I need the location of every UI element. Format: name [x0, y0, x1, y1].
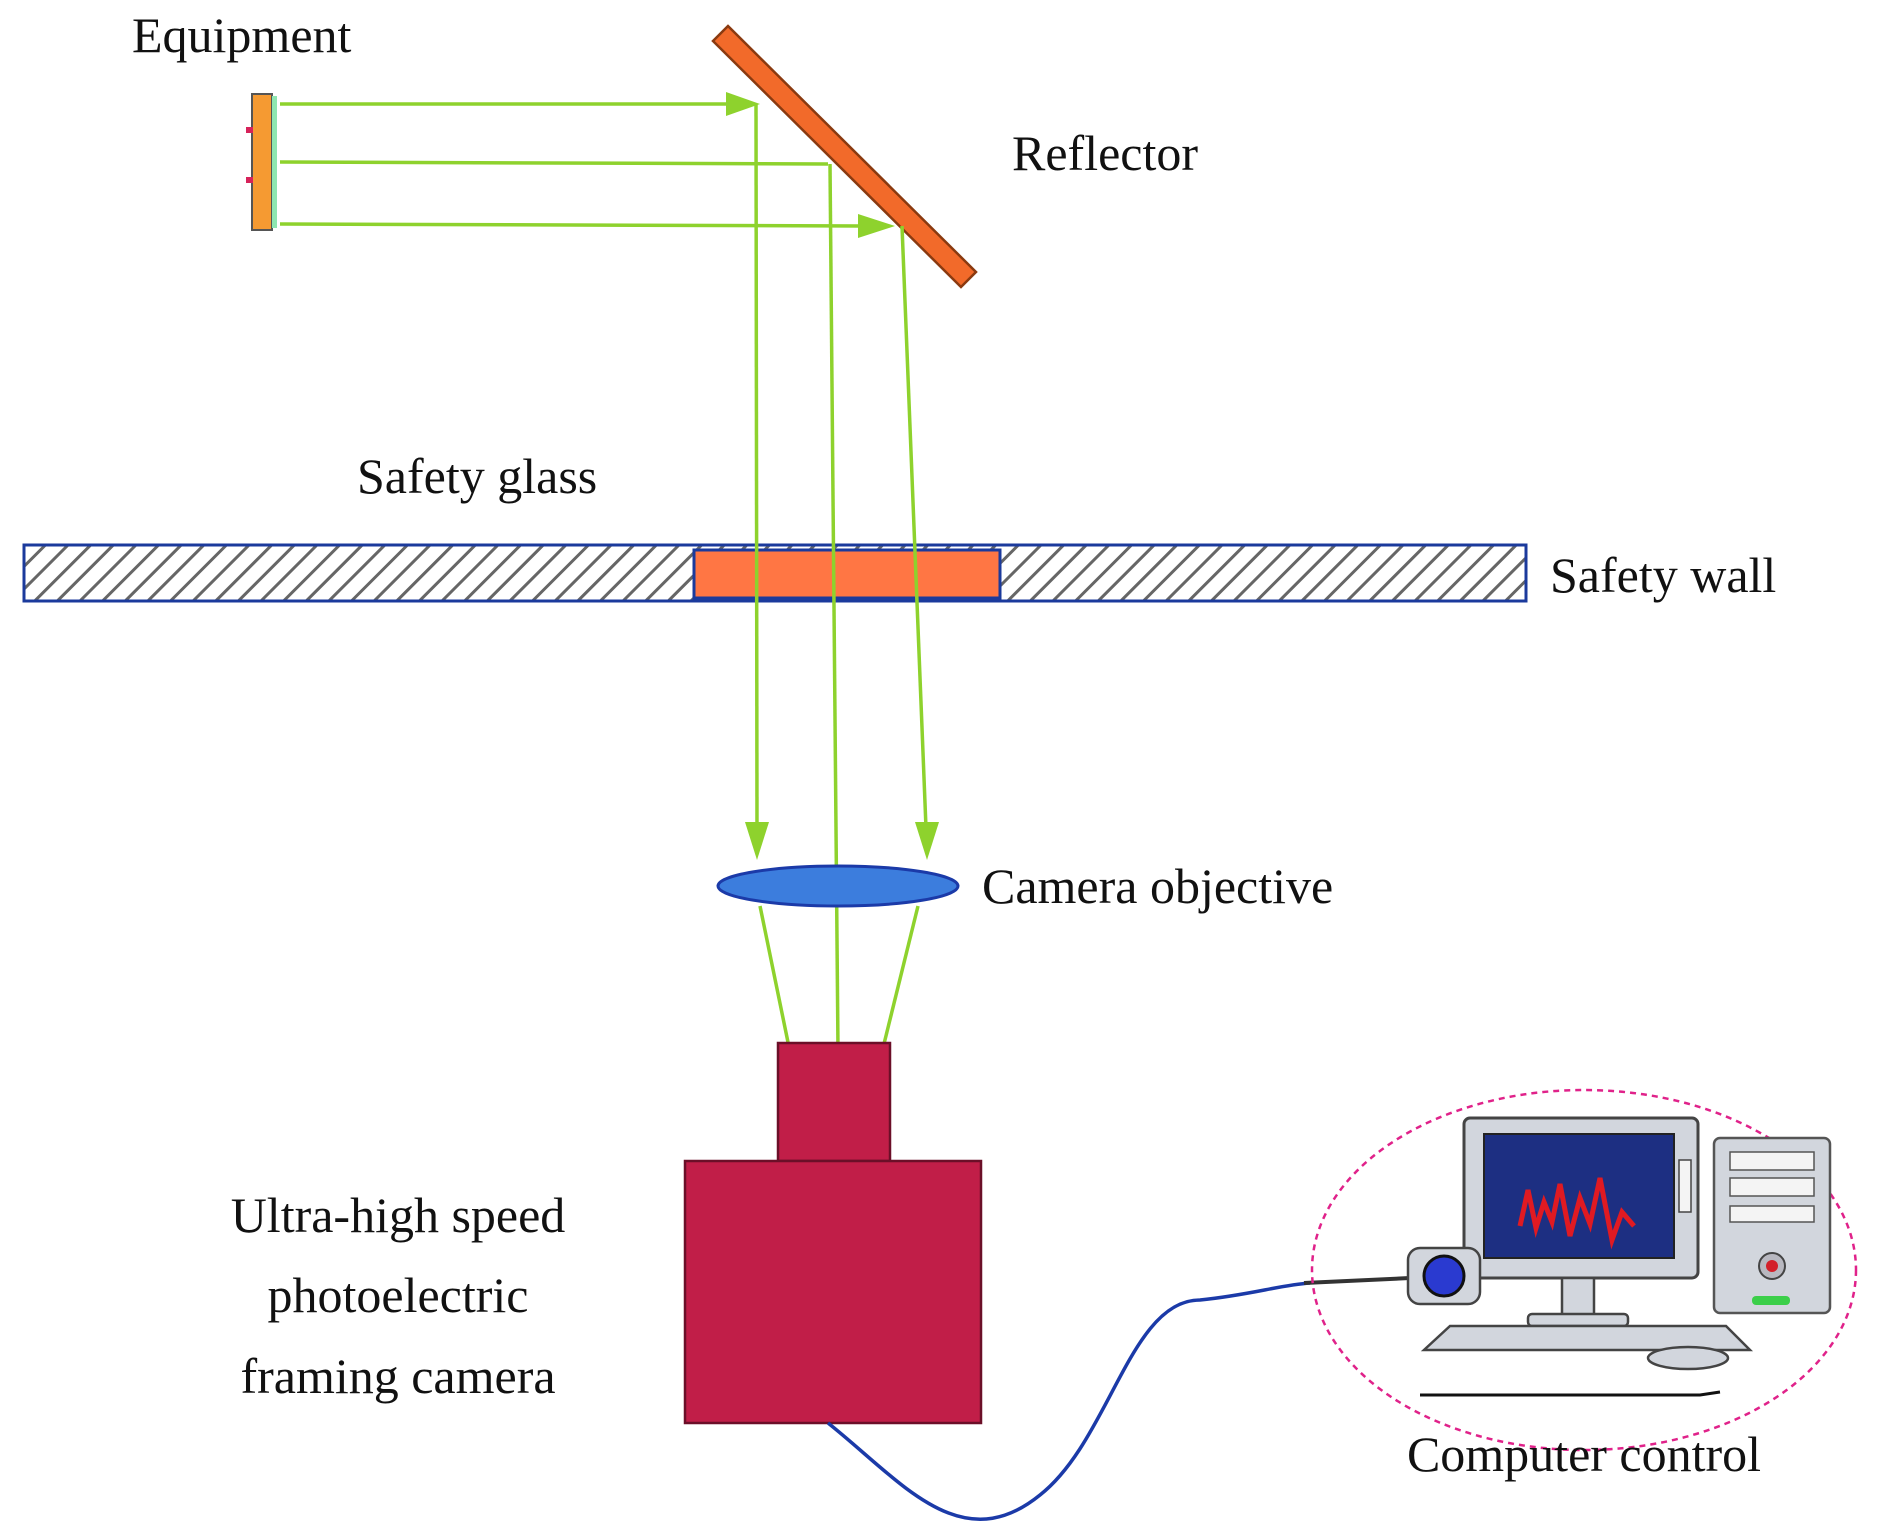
camera-label-line1: Ultra-high speed — [231, 1187, 566, 1243]
camera-head — [776, 1041, 892, 1163]
arrowhead-left-lens — [745, 822, 769, 860]
beam-left-vertical — [754, 103, 759, 829]
equipment-window — [272, 96, 277, 228]
camera-body — [683, 1159, 983, 1425]
screen-waveform — [1517, 1177, 1636, 1250]
framing-camera — [683, 1041, 983, 1425]
safety-glass-label: Safety glass — [357, 448, 597, 504]
tower-power-light — [1766, 1260, 1778, 1272]
reflector-label: Reflector — [1012, 125, 1198, 181]
camera-objective-lens — [716, 864, 960, 908]
equipment-marker-top — [246, 127, 253, 133]
arrowhead-bottom — [858, 214, 895, 238]
computer-boundary — [1310, 1088, 1858, 1452]
cable-connector — [1303, 1276, 1411, 1285]
equipment-marker-bottom — [246, 177, 253, 183]
webcam-lens — [1422, 1254, 1466, 1298]
tower-status-light — [1752, 1296, 1790, 1305]
beam-right-converging — [880, 905, 920, 1053]
camera-objective-label: Camera objective — [982, 858, 1333, 914]
tower-drive-3 — [1729, 1205, 1815, 1223]
beam-center-vertical — [828, 163, 840, 1051]
monitor-neck — [1560, 1276, 1596, 1318]
tower-drive-2 — [1729, 1177, 1815, 1197]
camera-label-line3: framing camera — [240, 1348, 555, 1404]
lens-arrowheads — [745, 822, 939, 860]
beam-middle-horizontal — [279, 160, 829, 166]
equipment-label: Equipment — [132, 7, 352, 63]
keyboard — [1420, 1324, 1754, 1352]
beam-bottom-horizontal — [279, 222, 863, 228]
incident-beams — [279, 102, 863, 228]
arrowhead-top — [726, 92, 760, 116]
monitor-base — [1526, 1312, 1630, 1328]
safety-wall-label: Safety wall — [1550, 547, 1776, 603]
control-cable — [826, 1281, 1311, 1521]
camera-label-line2: photoelectric — [268, 1267, 529, 1323]
computer-control-label: Computer control — [1407, 1426, 1761, 1482]
arrowhead-right-lens — [915, 822, 939, 860]
tower-drive-1 — [1729, 1151, 1815, 1171]
equipment — [246, 93, 277, 231]
beam-left-converging — [758, 905, 792, 1053]
computer-boundary-bottom-mark — [1420, 1390, 1721, 1397]
equipment-plate — [251, 93, 273, 231]
beam-right-vertical — [900, 225, 928, 829]
computer — [1406, 1116, 1832, 1371]
monitor-side-button — [1678, 1159, 1692, 1213]
reflector — [711, 24, 978, 289]
mouse — [1646, 1345, 1730, 1371]
beam-arrowheads — [726, 92, 895, 238]
safety-glass — [692, 548, 1002, 600]
converging-beams — [758, 905, 920, 1053]
